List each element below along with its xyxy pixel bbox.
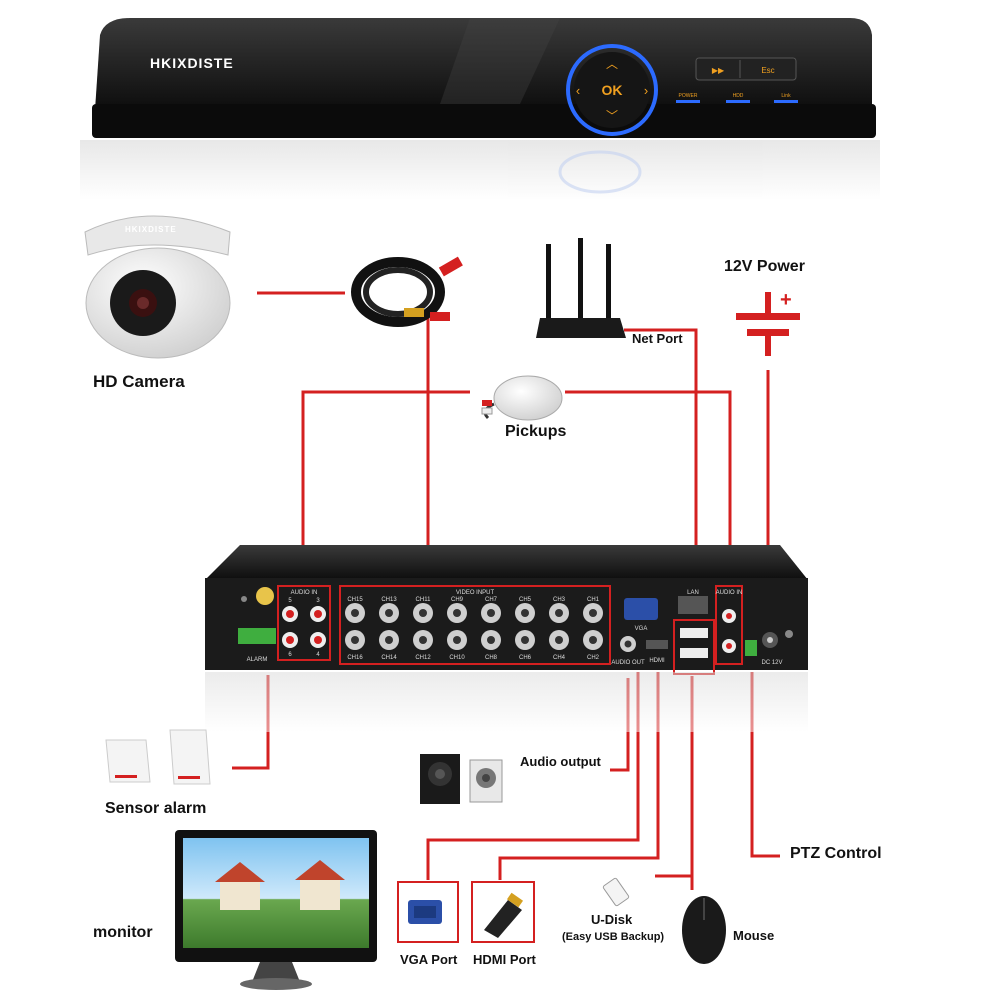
video-input-label: VIDEO INPUT (456, 590, 495, 596)
power-label: 12V Power (724, 258, 805, 276)
led-power-label: POWER (679, 93, 698, 99)
u-disk-label: U-Disk (591, 912, 632, 927)
video-ch-label: CH6 (519, 655, 532, 661)
power-symbol: + (736, 289, 800, 356)
video-ch-label: CH16 (347, 655, 363, 661)
ptz-control-label: PTZ Control (790, 845, 882, 863)
vga-port-icon (398, 882, 458, 942)
dvr-front: HKIXDISTE OK ︿ ﹀ ‹ › ▶▶ Esc POWER HDD Li… (92, 18, 876, 138)
mouse-label: Mouse (733, 928, 774, 943)
lan-label: LAN (687, 590, 699, 596)
u-disk-note: (Easy USB Backup) (562, 931, 664, 943)
ok-button-label: OK (602, 82, 623, 98)
video-ch-label: CH2 (587, 655, 600, 661)
video-ch-label: CH1 (587, 597, 600, 603)
video-ch-label: CH10 (449, 655, 465, 661)
camera-brand-logo: HKIXDISTE (125, 225, 177, 234)
video-ch-label: CH3 (553, 597, 566, 603)
dvr-rear: AUDIO IN 5 3 6 4 VIDEO INPUT CH15 CH13 C… (205, 545, 808, 674)
video-ch-label: CH8 (485, 655, 498, 661)
nav-right-icon: › (644, 83, 648, 98)
pickup-microphone (482, 376, 562, 420)
audio-in-right-label: AUDIO IN (716, 590, 743, 596)
hdmi-label: HDMI (649, 658, 665, 664)
nav-left-icon: ‹ (576, 83, 580, 98)
alarm-label: ALARM (247, 657, 268, 663)
bnc-cable (356, 257, 463, 322)
u-disk-icon (603, 878, 630, 907)
esc-button-label[interactable]: Esc (761, 66, 774, 75)
hdmi-port-label: HDMI Port (473, 952, 536, 967)
video-ch-label: CH14 (381, 655, 397, 661)
video-ch-label: CH7 (485, 597, 498, 603)
video-ch-label: CH4 (553, 655, 566, 661)
net-port-label: Net Port (632, 331, 683, 346)
video-ch-label: CH13 (381, 597, 397, 603)
monitor (175, 830, 377, 990)
led-link-label: Link (781, 93, 791, 99)
play-button-label[interactable]: ▶▶ (712, 66, 725, 75)
vga-port-label: VGA Port (400, 952, 457, 967)
dc-label: DC 12V (761, 660, 782, 666)
hdmi-port-icon (472, 882, 534, 942)
nav-pad[interactable]: OK ︿ ﹀ ‹ › (568, 46, 656, 134)
monitor-label: monitor (93, 924, 153, 942)
video-ch-label: CH15 (347, 597, 363, 603)
hd-camera: HKIXDISTE (85, 216, 230, 358)
led-hdd-label: HDD (733, 93, 744, 99)
audio-in-left-label: AUDIO IN (291, 590, 318, 596)
sensor-alarm-label: Sensor alarm (105, 800, 206, 818)
nav-up-icon: ︿ (606, 57, 618, 71)
vga-label: VGA (635, 626, 648, 632)
svg-text:+: + (780, 289, 792, 311)
speakers (420, 754, 502, 804)
video-ch-label: CH5 (519, 597, 532, 603)
audio-out-label: AUDIO OUT (611, 660, 645, 666)
router (536, 238, 626, 338)
dvr-rear-reflection (205, 672, 808, 732)
pickups-label: Pickups (505, 423, 566, 441)
video-ch-label: CH12 (415, 655, 431, 661)
dvr-front-reflection (80, 140, 880, 200)
sensor-alarm (106, 730, 210, 784)
video-ch-label: CH11 (416, 597, 432, 603)
hd-camera-label: HD Camera (93, 372, 185, 392)
mouse-icon (682, 896, 726, 964)
video-ch-label: CH9 (451, 597, 464, 603)
dvr-brand-logo: HKIXDISTE (150, 55, 234, 71)
nav-down-icon: ﹀ (606, 109, 618, 123)
audio-output-label: Audio output (520, 754, 601, 769)
